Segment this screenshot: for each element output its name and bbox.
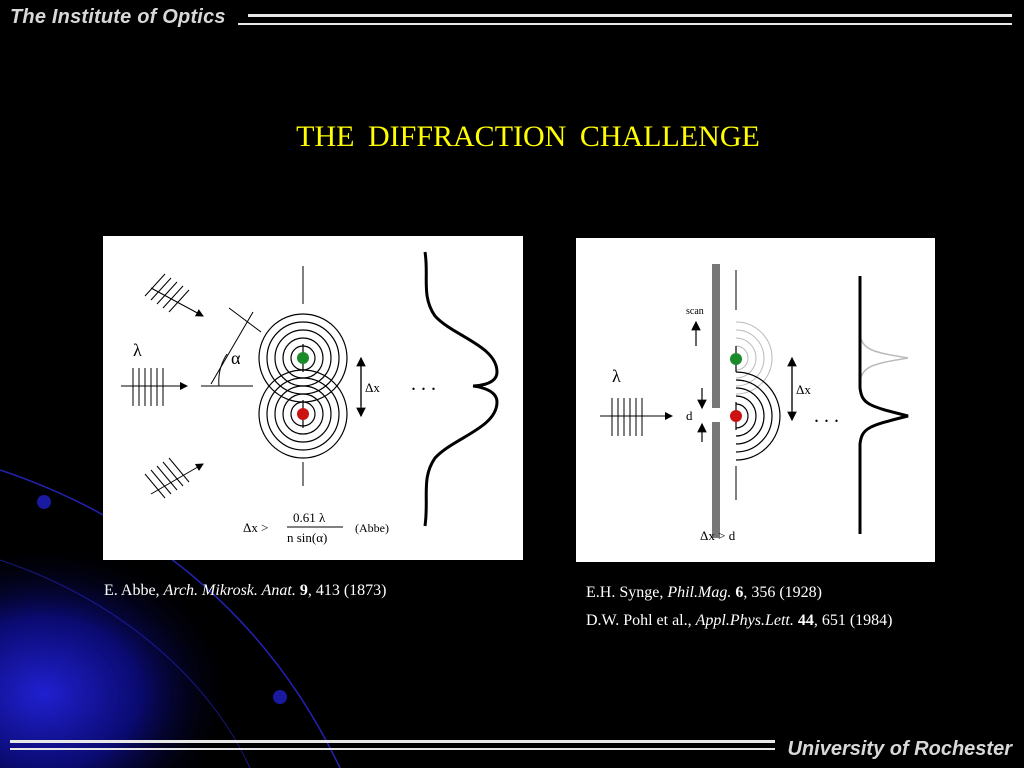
ref-synge-author: E.H. Synge, [586,584,668,601]
screen-upper [712,264,720,408]
faint-profile [859,335,909,381]
red-dot [730,410,742,422]
ref-abbe-author: E. Abbe, [104,582,164,599]
scan-label: scan [686,306,704,317]
lambda-label: λ [133,340,142,360]
footer-rule-top [10,740,775,743]
ellipsis-right: . . . [814,405,839,427]
incident-wavefronts-top [144,273,204,317]
footer-rule-bottom [10,748,775,750]
header-title: The Institute of Optics [10,6,226,28]
eq-note: (Abbe) [355,521,389,535]
incident-wavefronts-middle [121,368,188,406]
red-dot [297,408,309,420]
d-label: d [686,408,693,423]
ellipsis: . . . [411,373,436,395]
lambda-label-right: λ [612,366,621,386]
ref-pohl-journal: Appl.Phys.Lett. [695,612,794,629]
abbe-diagram: λ α Δx . . . [103,236,523,560]
ref-pohl-rest: , 651 (1984) [813,612,893,629]
footer-title: University of Rochester [787,738,1012,760]
aperture-angle [201,307,262,387]
eq-numerator: 0.61 λ [293,510,326,525]
ref-abbe: E. Abbe, Arch. Mikrosk. Anat. 9, 413 (18… [104,582,386,600]
alpha-label: α [231,348,241,368]
dx-label-right: Δx [796,382,811,397]
incident-wavefronts [600,398,673,436]
near-field-rings [735,371,781,461]
header-rule-top [248,14,1012,17]
ref-synge: E.H. Synge, Phil.Mag. 6, 356 (1928) [586,584,822,602]
intensity-profile [423,251,499,527]
dx-label: Δx [365,380,380,395]
green-dot [297,352,309,364]
abbe-diagram-svg: λ α Δx . . . [121,251,499,545]
ref-abbe-rest: , 413 (1873) [307,582,387,599]
header-rule-bottom [238,23,1012,25]
ref-pohl-author: D.W. Pohl et al., [586,612,696,629]
screen-lower [712,422,720,538]
intensity-profile [858,276,909,534]
ref-pohl-volume: 44 [797,612,814,629]
eq-right: Δx > d [700,528,736,543]
eq-denominator: n sin(α) [287,530,327,545]
ref-synge-journal: Phil.Mag. [667,584,732,601]
ref-pohl: D.W. Pohl et al., Appl.Phys.Lett. 44, 65… [586,612,893,630]
ref-abbe-journal: Arch. Mikrosk. Anat. [163,582,296,599]
ref-synge-volume: 6 [735,584,744,601]
slide-title: THE DIFFRACTION CHALLENGE [296,120,760,153]
ref-abbe-volume: 9 [299,582,308,599]
faint-rings-top [735,321,773,395]
synge-diagram-svg: scan λ d [600,264,909,543]
green-dot [730,353,742,365]
synge-diagram: scan λ d [576,238,935,562]
ref-synge-rest: , 356 (1928) [743,584,822,601]
incident-wavefronts-bottom [144,457,204,499]
eq-lhs: Δx > [243,520,268,535]
